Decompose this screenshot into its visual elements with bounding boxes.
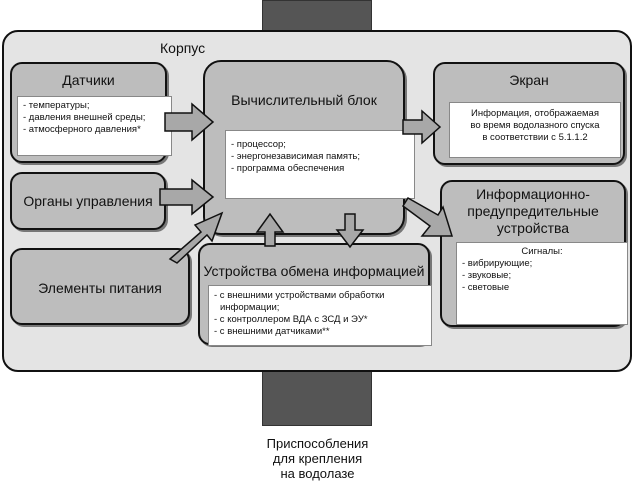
mount-line: для крепления <box>272 451 363 466</box>
sensors-box: Датчики - температуры; - давления внешне… <box>10 62 172 163</box>
sensors-list: - температуры; - давления внешней среды;… <box>17 96 172 156</box>
screen-title: Экран <box>509 72 549 88</box>
info-line: во время водолазного спуска <box>470 120 600 131</box>
arrow-sensors-to-computing <box>164 102 215 142</box>
arrow-computing-to-exchange <box>335 213 365 249</box>
list-item: - вибрирующие; <box>462 258 533 269</box>
exchange-box: Устройства обмена информацией - с внешни… <box>198 243 432 346</box>
list-item: информации; <box>220 302 280 313</box>
sensors-title: Датчики <box>62 72 115 88</box>
list-item: - звуковые; <box>462 270 512 281</box>
arrow-exchange-to-computing <box>255 212 285 247</box>
arrow-computing-to-screen <box>402 109 442 145</box>
title-line: предупредительные <box>467 203 599 219</box>
signals-list: Сигналы: - вибрирующие; - звуковые; - св… <box>456 242 628 325</box>
exchange-list: - с внешними устройствами обработки инфо… <box>208 285 432 346</box>
signals-label: Сигналы: <box>521 246 563 257</box>
computing-list: - процессор; - энергонезависимая память;… <box>225 130 415 199</box>
title-line: устройства <box>496 220 570 236</box>
list-item: - с внешними датчиками** <box>214 326 330 337</box>
list-item: - процессор; <box>231 139 286 150</box>
arrow-controls-to-computing <box>159 178 215 216</box>
power-title: Элементы питания <box>38 280 162 296</box>
computing-box: Вычислительный блок - процессор; - энерг… <box>203 60 415 235</box>
info-line: Информация, отображаемая <box>471 108 599 119</box>
list-item: - давления внешней среды; <box>23 112 146 123</box>
list-item: - с контроллером ВДА с ЗСД и ЭУ* <box>214 314 368 325</box>
title-line: Информационно- <box>476 186 590 202</box>
power-box: Элементы питания <box>10 248 190 325</box>
mount-line: на водолазе <box>280 466 355 481</box>
list-item: - световые <box>462 282 510 293</box>
controls-box: Органы управления <box>10 172 166 230</box>
controls-title: Органы управления <box>23 193 153 209</box>
top-strap <box>262 0 372 32</box>
list-item: - атмосферного давления* <box>23 124 141 135</box>
mount-label: Приспособления для крепления на водолазе <box>200 436 435 481</box>
screen-box: Экран Информация, отображаемая во время … <box>433 62 625 165</box>
list-item: - энергонезависимая память; <box>231 151 361 162</box>
list-item: - программа обеспечения <box>231 163 345 174</box>
housing-label: Корпус <box>160 40 206 56</box>
arrow-power-to-computing <box>168 211 224 264</box>
info-line: в соответствии с 5.1.1.2 <box>482 132 588 143</box>
list-item: - с внешними устройствами обработки <box>214 290 385 301</box>
computing-title: Вычислительный блок <box>231 92 377 108</box>
list-item: - температуры; <box>23 100 90 111</box>
mount-line: Приспособления <box>266 436 369 451</box>
exchange-title: Устройства обмена информацией <box>203 263 425 279</box>
warning-devices-box: Информационно- предупредительные устройс… <box>440 180 628 327</box>
warning-title: Информационно- предупредительные устройс… <box>442 186 624 237</box>
arrow-computing-to-warning <box>401 196 454 237</box>
screen-info: Информация, отображаемая во время водола… <box>449 102 621 158</box>
bottom-strap <box>262 370 372 426</box>
